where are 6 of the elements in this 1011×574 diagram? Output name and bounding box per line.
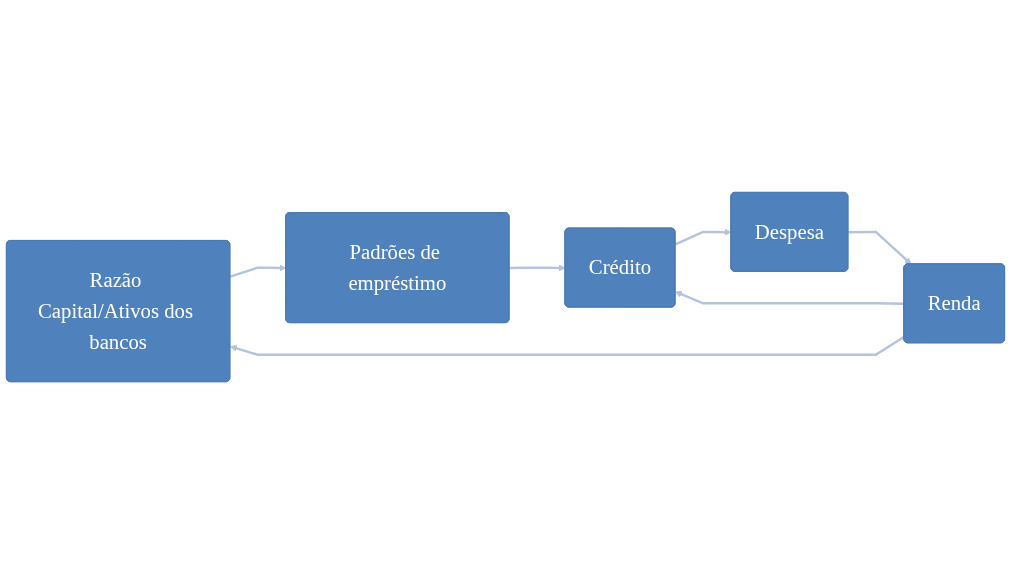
arrow <box>509 264 566 272</box>
arrow <box>848 230 912 265</box>
arrow <box>229 335 905 356</box>
arrow <box>674 228 732 246</box>
arrow <box>675 290 905 305</box>
arrow <box>229 264 287 278</box>
